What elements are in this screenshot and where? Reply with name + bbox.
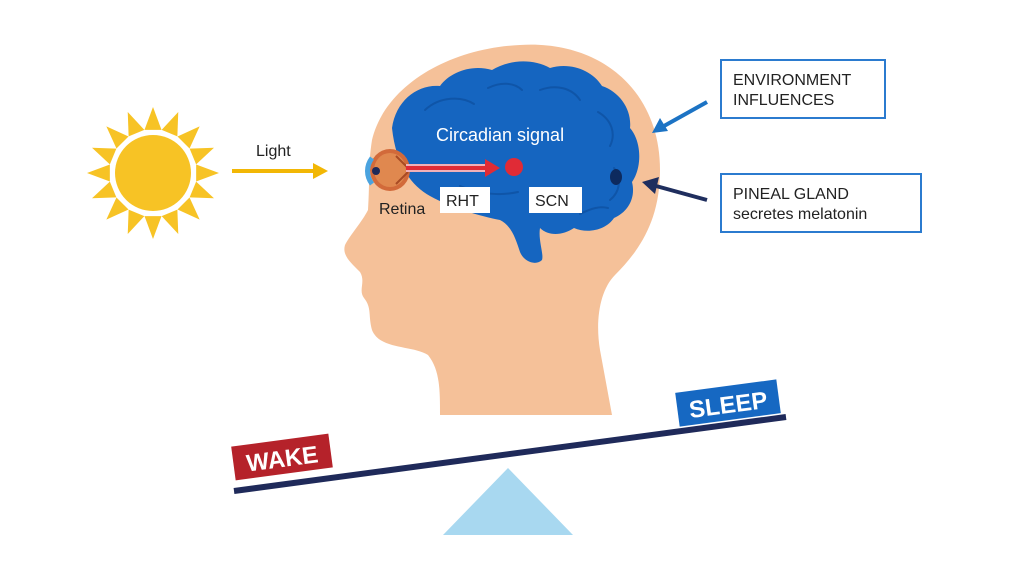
sun-ray — [106, 126, 129, 149]
sun-ray — [161, 112, 179, 137]
sun-ray — [106, 197, 129, 220]
sun-ray — [189, 181, 214, 199]
sun-ray — [189, 147, 214, 165]
sun-ray — [144, 107, 162, 130]
scn-label: SCN — [535, 193, 569, 210]
pineal-gland-box — [720, 173, 922, 233]
retina-label: Retina — [379, 201, 425, 218]
eye-icon — [365, 149, 410, 191]
sun-ray — [177, 126, 200, 149]
sun-ray — [127, 112, 145, 137]
scn-box — [529, 187, 582, 213]
sun-ray — [92, 147, 117, 165]
sun-ray — [92, 181, 117, 199]
sun-icon — [87, 107, 219, 239]
environment-label-line1: ENVIRONMENT — [733, 72, 851, 89]
rht-label: RHT — [446, 193, 479, 210]
pineal-arrow — [642, 177, 708, 202]
sun-ray — [196, 164, 219, 182]
sun-ray — [127, 209, 145, 234]
circadian-signal-label: Circadian signal — [436, 125, 564, 145]
light-label: Light — [256, 143, 291, 160]
sun-ray — [87, 164, 110, 182]
sun-ray — [144, 216, 162, 239]
environment-label-line2: INFLUENCES — [733, 92, 834, 109]
seesaw-fulcrum — [443, 468, 573, 535]
scn-dot — [505, 158, 523, 176]
pineal-label-line1: PINEAL GLAND — [733, 186, 849, 203]
rht-box — [440, 187, 490, 213]
sun-ray — [177, 197, 200, 220]
environment-arrow — [652, 100, 708, 133]
wake-badge: WAKE — [231, 433, 333, 481]
environment-box — [720, 59, 886, 119]
rht-pathway-arrow — [406, 159, 500, 177]
sun-ray — [161, 209, 179, 234]
light-arrow-icon — [232, 163, 328, 179]
seesaw-beam — [233, 414, 787, 494]
pineal-gland-dot — [610, 169, 622, 185]
pineal-label-line2: secretes melatonin — [733, 206, 867, 223]
